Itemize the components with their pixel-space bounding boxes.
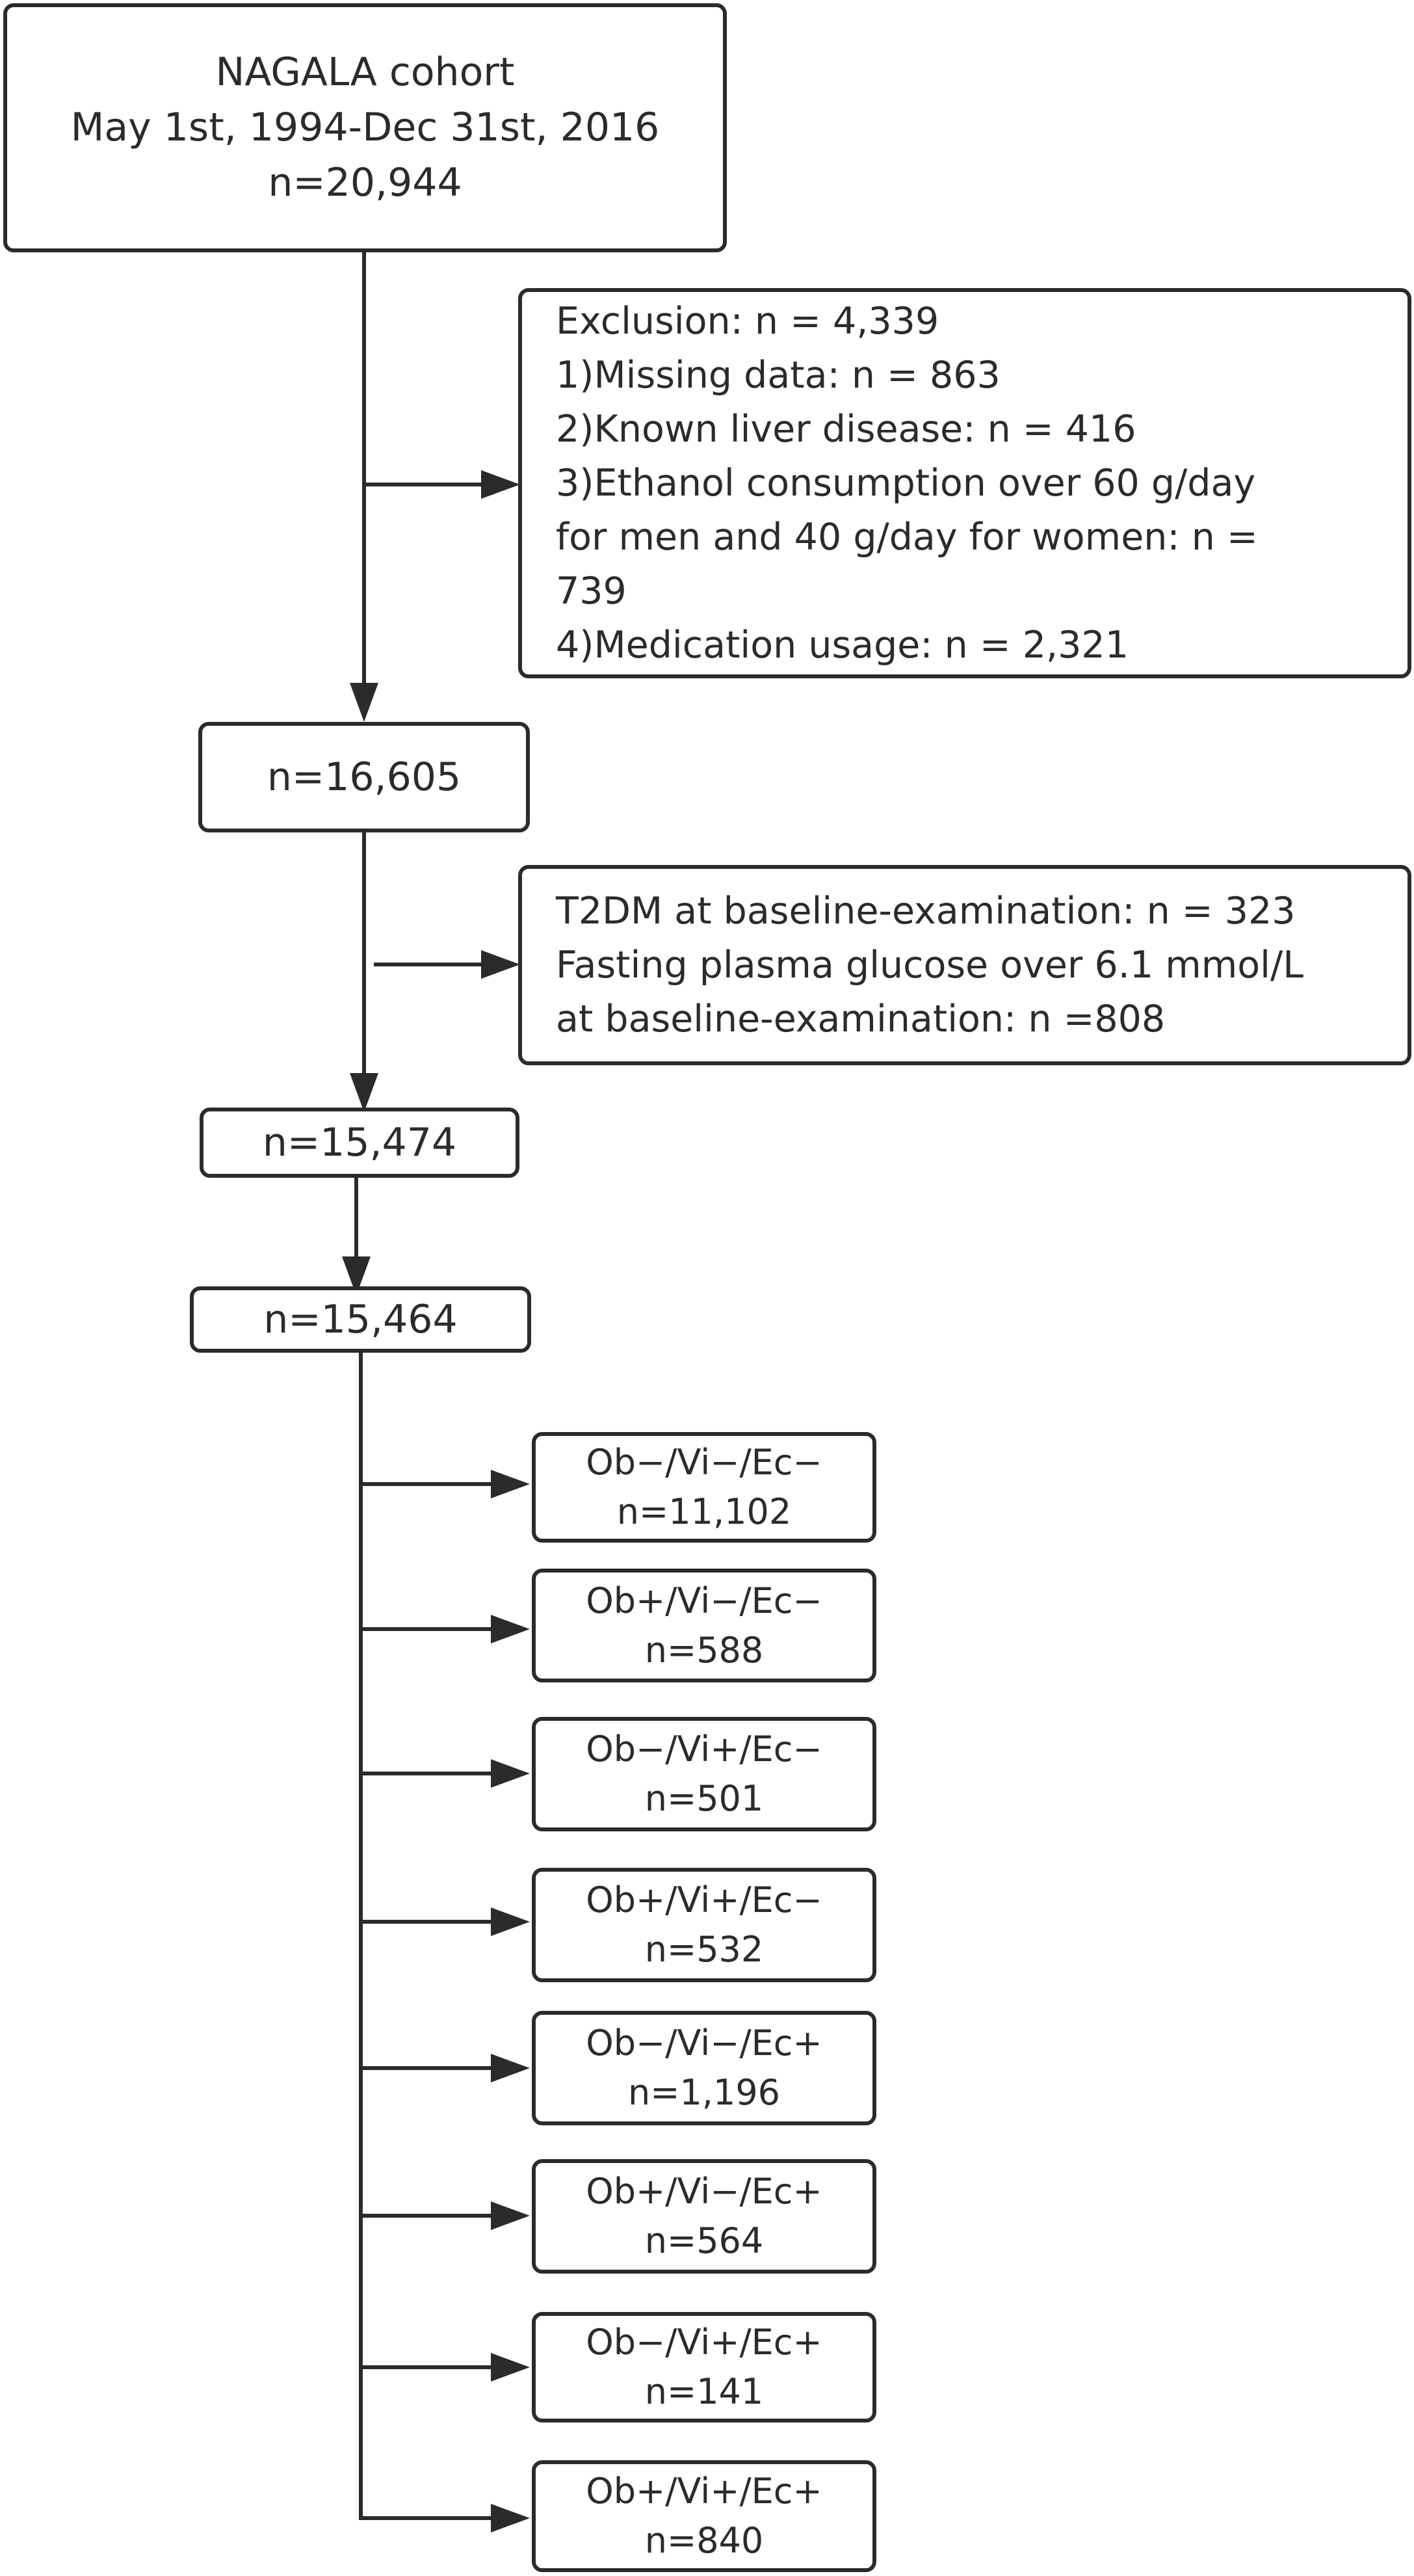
exclusion-box-1: Exclusion: n = 4,339 1)Missing data: n =…	[518, 288, 1411, 678]
arrowhead-right-group-1	[491, 1470, 530, 1498]
exclusion-1-missing-data: 1)Missing data: n = 863	[556, 353, 1001, 397]
exclusion-1-ethanol-line-3: 739	[556, 569, 627, 613]
arrowhead-down-1	[350, 683, 378, 722]
group-box-7: Ob−/Vi+/Ec+ n=141	[532, 2312, 876, 2423]
arrowhead-right-exclusion-2	[481, 950, 520, 979]
cohort-box: NAGALA cohort May 1st, 1994-Dec 31st, 20…	[3, 3, 727, 252]
arrowheads	[342, 470, 530, 2532]
group-name: Ob+/Vi−/Ec−	[586, 1580, 822, 1621]
arrowhead-right-group-7	[491, 2353, 530, 2382]
group-count: n=1,196	[627, 2072, 781, 2113]
group-box-5: Ob−/Vi−/Ec+ n=1,196	[532, 2011, 876, 2125]
exclusion-2-t2dm: T2DM at baseline-examination: n = 323	[556, 889, 1296, 933]
arrowhead-right-exclusion-1	[481, 470, 520, 499]
arrowhead-right-group-4	[491, 1907, 530, 1936]
arrowhead-right-group-6	[491, 2201, 530, 2230]
group-count: n=564	[644, 2220, 764, 2261]
exclusion-1-ethanol-line-2: for men and 40 g/day for women: n =	[556, 515, 1258, 559]
arrowhead-right-group-8	[491, 2504, 530, 2532]
exclusion-box-2: T2DM at baseline-examination: n = 323 Fa…	[518, 865, 1411, 1065]
group-count: n=11,102	[616, 1491, 792, 1532]
arrowhead-right-group-3	[491, 1759, 530, 1788]
group-box-4: Ob+/Vi+/Ec− n=532	[532, 1868, 876, 1982]
cohort-period: May 1st, 1994-Dec 31st, 2016	[70, 105, 660, 150]
exclusion-1-medication: 4)Medication usage: n = 2,321	[556, 623, 1129, 667]
group-count: n=141	[644, 2371, 764, 2412]
count-label-16605: n=16,605	[267, 754, 462, 800]
arrowhead-down-2	[350, 1073, 378, 1112]
group-box-2: Ob+/Vi−/Ec− n=588	[532, 1569, 876, 1682]
exclusion-2-glucose-line-2: at baseline-examination: n =808	[556, 997, 1166, 1041]
exclusion-1-liver-disease: 2)Known liver disease: n = 416	[556, 407, 1136, 451]
group-count: n=501	[644, 1778, 764, 1819]
exclusion-2-glucose-line-1: Fasting plasma glucose over 6.1 mmol/L	[556, 943, 1303, 987]
arrowhead-right-group-2	[491, 1615, 530, 1643]
exclusion-1-ethanol-line-1: 3)Ethanol consumption over 60 g/day	[556, 461, 1256, 505]
exclusion-1-total: Exclusion: n = 4,339	[556, 299, 939, 343]
group-name: Ob−/Vi+/Ec+	[586, 2322, 822, 2363]
group-box-8: Ob+/Vi+/Ec+ n=840	[532, 2460, 876, 2572]
count-box-16605: n=16,605	[198, 722, 530, 832]
group-name: Ob−/Vi−/Ec+	[586, 2023, 822, 2064]
group-count: n=588	[644, 1629, 764, 1671]
group-name: Ob+/Vi+/Ec+	[586, 2471, 822, 2512]
count-box-15474: n=15,474	[200, 1108, 519, 1178]
arrowhead-down-3	[342, 1256, 371, 1295]
connector-lines	[354, 250, 491, 2520]
count-box-15464: n=15,464	[190, 1286, 531, 1353]
group-name: Ob+/Vi+/Ec−	[586, 1879, 822, 1920]
group-name: Ob+/Vi−/Ec+	[586, 2171, 822, 2212]
group-box-1: Ob−/Vi−/Ec− n=11,102	[532, 1432, 876, 1543]
arrowhead-right-group-5	[491, 2054, 530, 2082]
cohort-title: NAGALA cohort	[215, 49, 515, 95]
count-label-15474: n=15,474	[262, 1119, 457, 1165]
cohort-count: n=20,944	[268, 160, 462, 206]
group-box-3: Ob−/Vi+/Ec− n=501	[532, 1717, 876, 1831]
group-name: Ob−/Vi−/Ec−	[586, 1442, 822, 1483]
count-label-15464: n=15,464	[263, 1296, 458, 1342]
group-box-6: Ob+/Vi−/Ec+ n=564	[532, 2159, 876, 2274]
group-count: n=840	[644, 2520, 764, 2561]
group-name: Ob−/Vi+/Ec−	[586, 1729, 822, 1770]
group-count: n=532	[644, 1929, 764, 1970]
